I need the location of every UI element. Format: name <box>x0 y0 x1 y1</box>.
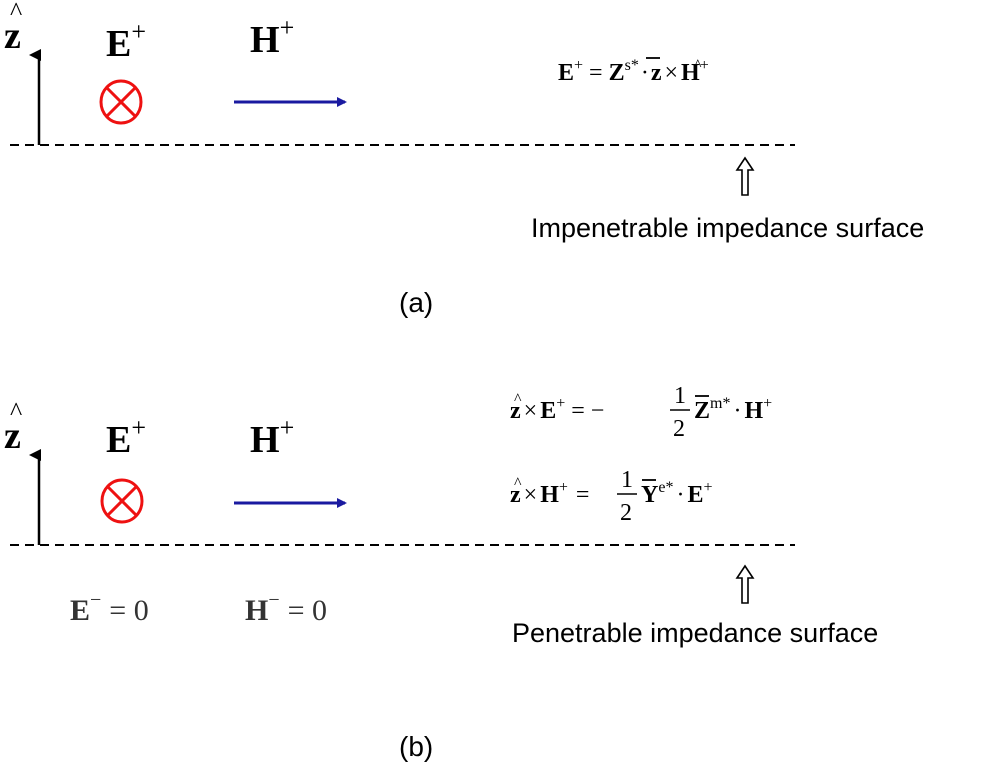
e-minus-zero: E−= 0 <box>70 589 149 627</box>
h-plus-label-b: H+ <box>250 413 294 461</box>
h-minus-zero: H−= 0 <box>245 589 327 627</box>
surface-label-a: Impenetrable impedance surface <box>531 213 924 243</box>
svg-text:2: 2 <box>673 416 685 442</box>
panel-b: z ^ E+ H+ z×E+= − ^ 1 2 Zm*·H+ z×H+= ^ 1… <box>4 383 878 762</box>
svg-text:^: ^ <box>514 391 522 408</box>
z-axis-label: z <box>4 15 21 57</box>
svg-text:1: 1 <box>674 383 686 409</box>
hollow-up-arrow-icon-b <box>735 564 755 604</box>
boundary-equation-b1: z×E+= − ^ 1 2 Zm*·H+ <box>510 383 772 442</box>
h-plus-label: H+ <box>250 13 294 61</box>
z-axis-label-b: z <box>4 415 21 457</box>
panel-a: z ^ E+ H+ E+=Zs*·z×H+ ^ Impenetrable imp… <box>4 0 924 318</box>
caption-a: (a) <box>399 287 433 318</box>
svg-text:Zm*·H+: Zm*·H+ <box>694 395 772 424</box>
svg-text:z×H+=: z×H+= <box>510 479 589 508</box>
svg-text:z×E+= −: z×E+= − <box>510 395 604 424</box>
surface-label-b: Penetrable impedance surface <box>512 618 878 648</box>
z-hat-accent: ^ <box>10 0 22 26</box>
z-hat-accent-b: ^ <box>10 397 22 426</box>
svg-text:1: 1 <box>621 467 633 493</box>
hollow-up-arrow-icon <box>735 156 755 196</box>
caption-b: (b) <box>399 731 433 762</box>
into-page-circle-icon-b <box>100 478 144 524</box>
e-plus-label-b: E+ <box>106 413 146 461</box>
svg-text:^: ^ <box>514 475 522 492</box>
e-plus-label: E+ <box>106 17 146 65</box>
boundary-equation-a: E+=Zs*·z×H+ <box>558 57 709 86</box>
svg-text:Ye*·E+: Ye*·E+ <box>641 479 713 508</box>
into-page-circle-icon <box>99 79 143 125</box>
z-hat-eq-a: ^ <box>694 57 702 74</box>
svg-text:2: 2 <box>620 500 632 526</box>
boundary-equation-b2: z×H+= ^ 1 2 Ye*·E+ <box>510 467 713 526</box>
